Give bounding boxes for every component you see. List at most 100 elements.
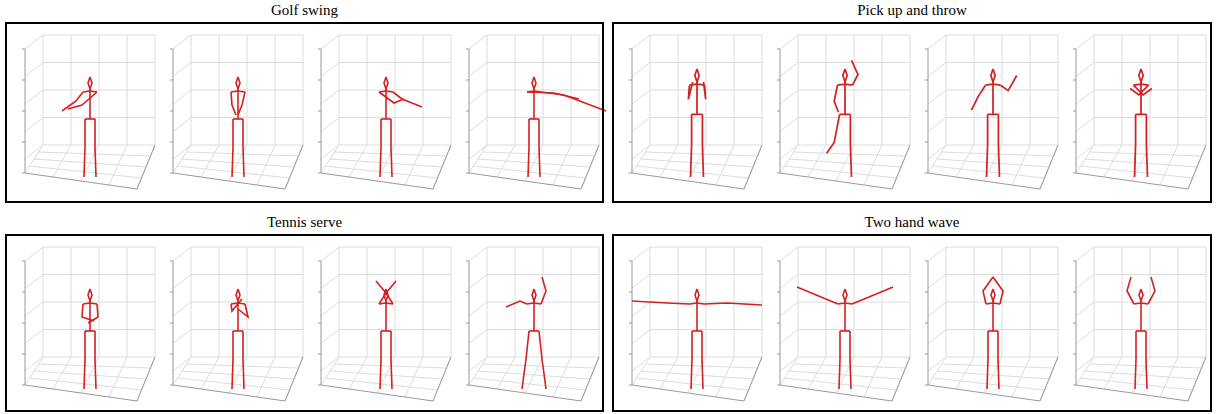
arm-line: [1001, 75, 1017, 90]
grid-line: [25, 247, 43, 261]
spine-line: [89, 91, 91, 119]
leg-line: [839, 331, 840, 389]
axis-tick: [170, 173, 173, 174]
spine-line: [696, 84, 698, 114]
grid-line: [191, 90, 303, 91]
grid-line: [339, 90, 451, 91]
axis-line: [780, 173, 892, 189]
axis-tick: [925, 323, 928, 324]
hip-line: [233, 330, 243, 332]
hip-line: [988, 113, 999, 115]
axis-line: [1188, 145, 1206, 189]
arm-line: [852, 287, 893, 304]
stick-figure: [379, 77, 422, 177]
axis-tick: [1073, 173, 1076, 174]
leg-line: [1146, 331, 1147, 389]
axis-line: [285, 357, 303, 401]
axis-tick: [466, 80, 469, 81]
axis-tick: [170, 49, 173, 50]
grid-line: [173, 302, 191, 316]
arm-line: [1127, 277, 1134, 304]
stick-figure: [1130, 69, 1152, 177]
grid-line: [1076, 302, 1094, 316]
leg-line: [84, 119, 85, 177]
grid-line: [1094, 329, 1206, 330]
grid-line: [780, 275, 798, 289]
grid-line: [43, 117, 155, 118]
axis-line: [1040, 145, 1058, 189]
head-outline: [991, 289, 995, 301]
grid-line: [780, 330, 798, 344]
grid-line: [928, 302, 946, 316]
axis-tick: [466, 142, 469, 143]
grid-line: [650, 329, 762, 330]
grid-line: [25, 275, 43, 289]
axis-line: [469, 385, 581, 401]
leg-line: [827, 114, 840, 153]
stick-figure: [971, 69, 1016, 177]
axis-line: [25, 173, 137, 189]
axis-line: [25, 385, 137, 401]
axis-tick: [629, 111, 632, 112]
axis-line: [780, 385, 892, 401]
axis-tick: [1073, 111, 1076, 112]
leg-line: [1135, 114, 1136, 177]
grid-line: [650, 274, 762, 275]
head-outline: [532, 289, 536, 301]
grid-line: [794, 152, 906, 156]
arm-line: [231, 92, 236, 115]
plot-frame: [170, 247, 303, 401]
grid-line: [487, 247, 599, 248]
grid-line: [946, 90, 1058, 91]
leg-line: [987, 114, 988, 177]
axis-tick: [466, 173, 469, 174]
leg-line: [850, 331, 851, 389]
grid-line: [339, 62, 451, 63]
grid-line: [1085, 371, 1197, 379]
head-outline: [695, 289, 699, 301]
axis-line: [469, 173, 581, 189]
head-outline: [695, 69, 699, 82]
axis-tick: [318, 354, 321, 355]
arm-line: [971, 85, 985, 110]
axis-tick: [318, 111, 321, 112]
grid-line: [469, 247, 487, 261]
axis-tick: [170, 111, 173, 112]
grid-line: [798, 62, 910, 63]
leg-line: [1146, 114, 1147, 177]
grid-line: [946, 329, 1058, 330]
grid-line: [191, 329, 303, 330]
arm-line: [688, 82, 692, 99]
plot-frame: [466, 247, 599, 401]
grid-line: [1076, 35, 1094, 49]
hip-line: [840, 113, 851, 115]
grid-line: [942, 152, 1054, 156]
grid-line: [330, 159, 442, 167]
grid-line: [339, 302, 451, 303]
axis-line: [632, 385, 744, 401]
grid-line: [191, 117, 303, 118]
grid-line: [946, 35, 1058, 36]
grid-line: [487, 274, 599, 275]
axis-line: [433, 145, 451, 189]
grid-line: [487, 302, 599, 303]
grid-line: [928, 247, 946, 261]
plot-frame: [466, 35, 606, 189]
axis-tick: [22, 173, 25, 174]
head-outline: [1139, 289, 1143, 301]
leg-line: [539, 331, 546, 389]
arm-line: [376, 281, 393, 304]
grid-line: [321, 63, 339, 77]
grid-line: [25, 90, 43, 104]
leg-line: [391, 331, 392, 389]
grid-line: [25, 118, 43, 132]
axis-tick: [925, 354, 928, 355]
grid-line: [173, 118, 191, 132]
grid-line: [339, 117, 451, 118]
grid-line: [191, 62, 303, 63]
stick-figure: [797, 287, 893, 389]
hip-line: [840, 330, 850, 332]
axis-tick: [170, 323, 173, 324]
axis-tick: [466, 261, 469, 262]
axis-tick: [170, 354, 173, 355]
